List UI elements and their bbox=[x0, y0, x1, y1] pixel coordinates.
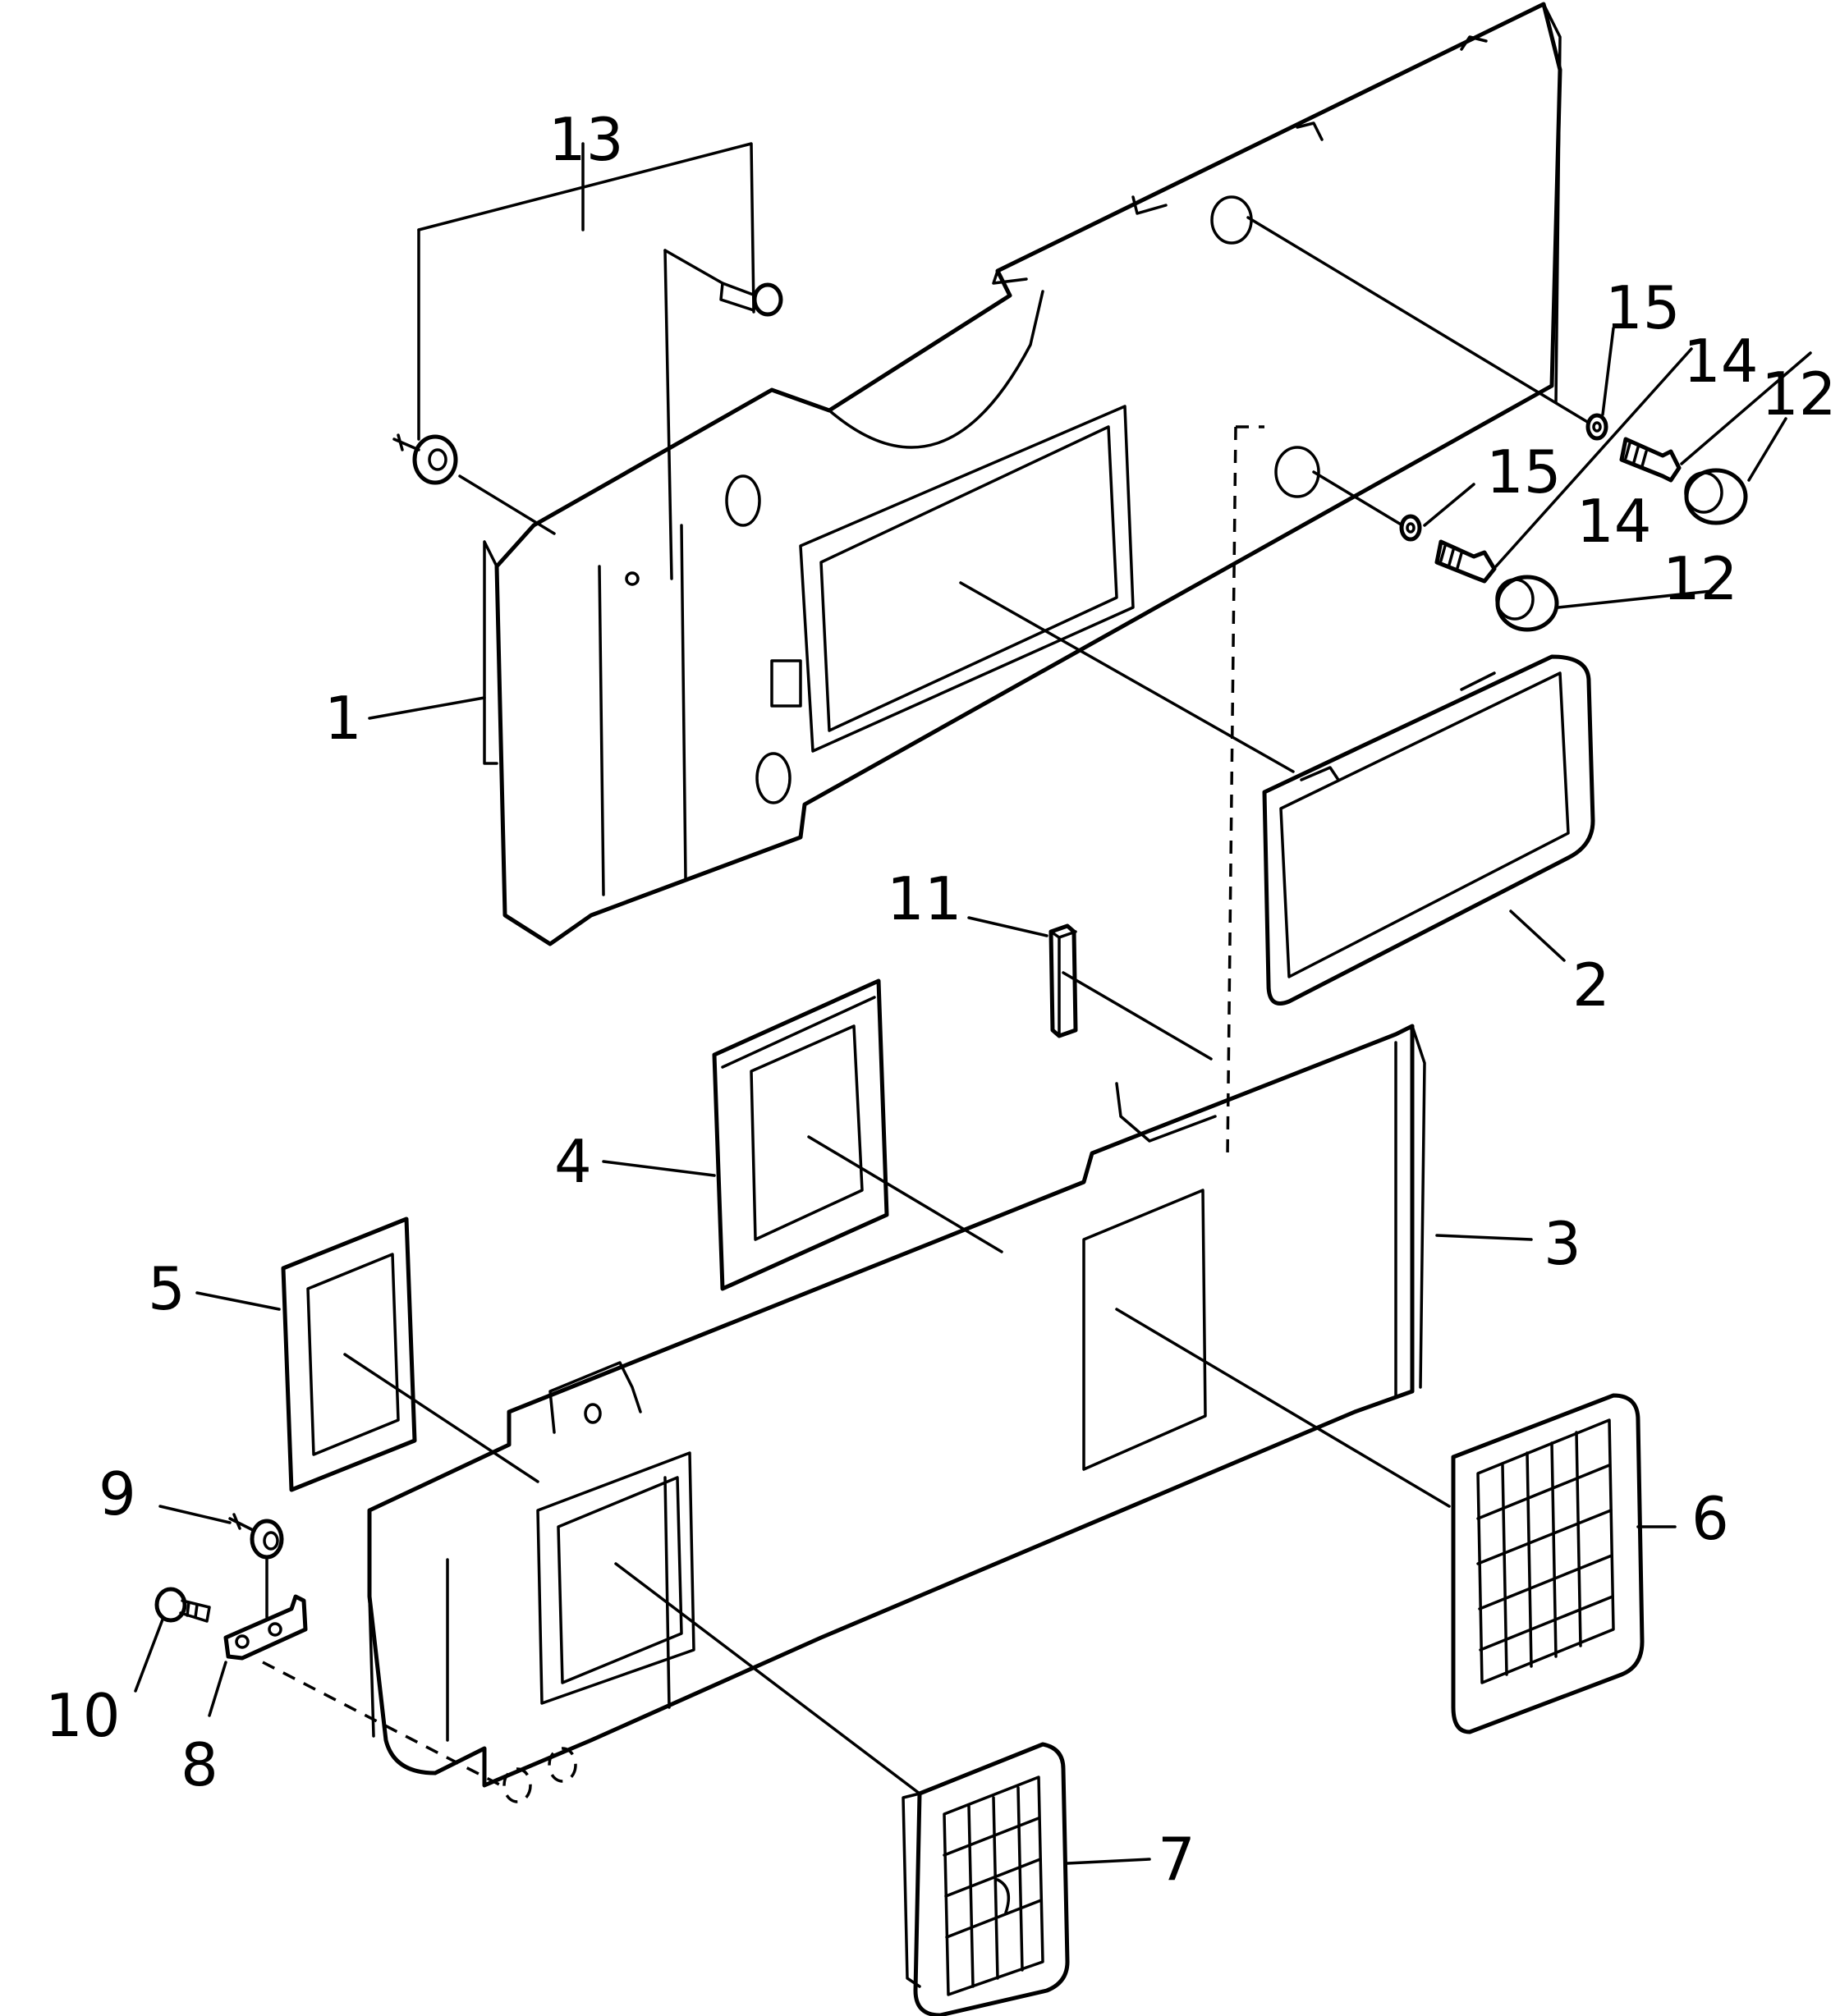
callout-2: 2 bbox=[1572, 951, 1610, 1019]
callout-9: 9 bbox=[99, 1459, 136, 1528]
part-14-bolt-lower bbox=[1434, 539, 1497, 584]
part-7-small-grille bbox=[902, 1742, 1070, 2016]
part-1-upper-panel bbox=[483, 2, 1562, 946]
callout-14-lower: 14 bbox=[1576, 487, 1652, 556]
part-9-fastener bbox=[228, 1513, 284, 1560]
grille-bars bbox=[1476, 1431, 1614, 1676]
callout-numbers: 1 2 3 4 5 6 7 8 9 10 11 12 12 13 14 14 1… bbox=[45, 105, 1837, 1894]
callout-4: 4 bbox=[554, 1127, 592, 1196]
part-2-window-glass bbox=[1262, 654, 1595, 1006]
part-15-washer-lower bbox=[1399, 514, 1422, 542]
callout-12-upper: 12 bbox=[1761, 360, 1837, 428]
callout-15-upper: 15 bbox=[1605, 273, 1681, 342]
callout-10: 10 bbox=[45, 1681, 121, 1750]
callout-11: 11 bbox=[887, 864, 962, 933]
part-4-frame bbox=[712, 978, 889, 1291]
part-12-cap-upper bbox=[1684, 468, 1748, 525]
part-8-clip bbox=[223, 1594, 308, 1661]
part-6-large-grille bbox=[1451, 1393, 1645, 1734]
part-11-spacer bbox=[1048, 923, 1078, 1038]
part-10-screw bbox=[154, 1587, 211, 1623]
part-13-fastener-set bbox=[392, 282, 783, 485]
callout-8: 8 bbox=[181, 1730, 218, 1799]
callout-12-lower: 12 bbox=[1663, 544, 1738, 613]
callout-1: 1 bbox=[324, 684, 362, 753]
part-14-bolt-upper bbox=[1619, 437, 1682, 483]
assembly-lines bbox=[262, 142, 1590, 1795]
callout-14-upper: 14 bbox=[1683, 327, 1759, 396]
callout-7: 7 bbox=[1158, 1825, 1195, 1894]
part-3-lower-panel bbox=[367, 1024, 1426, 1803]
callout-3: 3 bbox=[1544, 1209, 1581, 1278]
callout-6: 6 bbox=[1691, 1484, 1729, 1553]
part-15-washer-upper bbox=[1585, 413, 1608, 441]
callout-leaders bbox=[134, 327, 1812, 1865]
callout-5: 5 bbox=[148, 1254, 186, 1323]
part-12-cap-lower bbox=[1495, 575, 1559, 632]
part-5-small-frame bbox=[281, 1216, 417, 1492]
callout-13: 13 bbox=[548, 105, 624, 174]
callout-15-lower: 15 bbox=[1486, 438, 1562, 506]
